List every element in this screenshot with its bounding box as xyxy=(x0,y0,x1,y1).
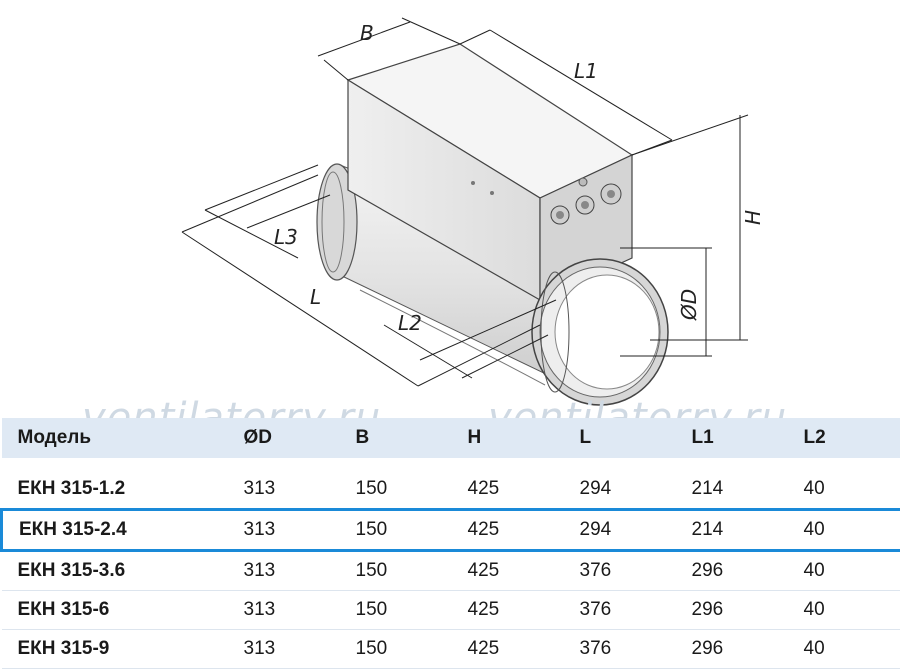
cell-b: 150 xyxy=(345,470,458,510)
header-diameter: ØD xyxy=(233,418,346,458)
cell-b: 150 xyxy=(345,590,458,630)
cell-l: 294 xyxy=(569,508,682,552)
dimension-label-h: H xyxy=(741,210,765,225)
cell-l2: 40 xyxy=(793,550,900,591)
dimension-label-b: B xyxy=(360,21,374,45)
cell-b: 150 xyxy=(345,629,458,669)
table-row-selected[interactable]: ЕКН 315-2.4 313 150 425 294 214 40 xyxy=(0,508,900,552)
cell-l: 376 xyxy=(569,590,682,630)
cell-h: 425 xyxy=(457,508,570,552)
cell-diameter: 313 xyxy=(233,629,346,669)
cell-l2: 40 xyxy=(793,629,900,669)
cell-l2: 40 xyxy=(793,470,900,510)
header-b: B xyxy=(345,418,458,458)
header-l2: L2 xyxy=(793,418,900,458)
table-row[interactable]: ЕКН 315-1.2 313 150 425 294 214 40 xyxy=(1,470,900,510)
cell-model: ЕКН 315-9 xyxy=(1,629,234,669)
front-flange xyxy=(531,258,669,406)
cell-model: ЕКН 315-1.2 xyxy=(1,470,234,510)
cell-l2: 40 xyxy=(793,508,900,552)
cell-l1: 296 xyxy=(681,629,794,669)
dimension-label-l1: L1 xyxy=(574,59,598,83)
dimension-label-l2: L2 xyxy=(398,311,422,335)
cell-b: 150 xyxy=(345,508,458,552)
cell-l: 376 xyxy=(569,629,682,669)
cell-h: 425 xyxy=(457,629,570,669)
cell-h: 425 xyxy=(457,470,570,510)
dimension-label-l3: L3 xyxy=(274,225,298,249)
dimension-label-d: ØD xyxy=(677,289,701,321)
cell-h: 425 xyxy=(457,550,570,591)
dimension-lines xyxy=(181,17,749,387)
table-row[interactable]: ЕКН 315-3.6 313 150 425 376 296 40 xyxy=(1,550,900,591)
cell-l2: 40 xyxy=(793,590,900,630)
cell-diameter: 313 xyxy=(233,508,346,552)
cell-l: 294 xyxy=(569,470,682,510)
cable-glands xyxy=(550,183,622,225)
cell-l1: 214 xyxy=(681,508,794,552)
cell-h: 425 xyxy=(457,590,570,630)
cell-diameter: 313 xyxy=(233,590,346,630)
cell-diameter: 313 xyxy=(233,470,346,510)
table-row[interactable]: ЕКН 315-6 313 150 425 376 296 40 xyxy=(1,590,900,630)
table-header-row: Модель ØD B H L L1 L2 xyxy=(1,418,900,458)
cell-model: ЕКН 315-2.4 xyxy=(0,508,234,552)
heater-technical-drawing: B L1 H ØD L3 L L2 xyxy=(181,17,765,406)
cell-l1: 296 xyxy=(681,550,794,591)
cell-b: 150 xyxy=(345,550,458,591)
cell-diameter: 313 xyxy=(233,550,346,591)
header-h: H xyxy=(457,418,570,458)
cell-l: 376 xyxy=(569,550,682,591)
header-l: L xyxy=(569,418,682,458)
header-model: Модель xyxy=(1,418,234,458)
cell-l1: 296 xyxy=(681,590,794,630)
cell-model: ЕКН 315-3.6 xyxy=(1,550,234,591)
cell-model: ЕКН 315-6 xyxy=(1,590,234,630)
dimension-label-l: L xyxy=(310,285,321,309)
specs-table: Модель ØD B H L L1 L2 ЕКН 315-1.2 313 15… xyxy=(0,418,900,669)
table-row[interactable]: ЕКН 315-9 313 150 425 376 296 40 xyxy=(1,629,900,669)
header-l1: L1 xyxy=(681,418,794,458)
cell-l1: 214 xyxy=(681,470,794,510)
